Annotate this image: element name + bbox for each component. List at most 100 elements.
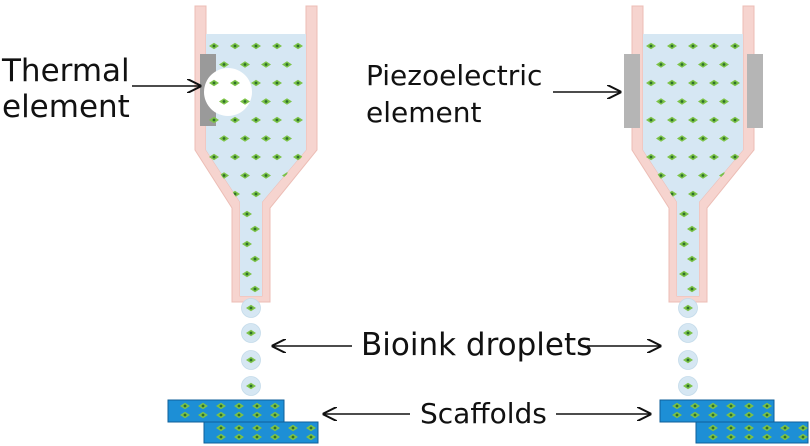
bioink-cell [656,98,666,105]
bioink-cell [730,153,740,161]
bioink-cell [261,98,271,105]
bioink-cell [698,98,708,105]
nozzle-cell [250,285,260,293]
bioink-cell [667,42,677,50]
scaffold-cell [708,402,718,410]
scaffold-cell [690,411,700,419]
scaffold-cell [234,424,244,432]
bioink-cell [719,98,729,105]
bioink-cell [293,116,303,124]
scaffold-cell [744,433,754,441]
bioink-cell [219,98,229,105]
bioink-cell [730,116,740,124]
bioink-cell [293,190,303,198]
bioink-cell [646,116,656,124]
droplet-cell [246,356,256,364]
bioink-cell [677,172,687,179]
scaffold-cell [270,424,280,432]
bioink-cell [209,116,219,124]
scaffold-cell [252,433,262,441]
bioink-cell [688,190,698,198]
piezo-label-line1: Piezoelectric [366,59,543,92]
scaffold-cell [198,402,208,410]
bioink-cell [688,116,698,124]
nozzle-cell [250,255,260,263]
bioink-cell [230,153,240,161]
scaffold-cell [726,433,736,441]
bioink-cell [219,135,229,142]
bioink-cell [240,98,250,105]
bioink-cell [698,172,708,179]
bioink-cell [719,61,729,68]
bioink-cell [677,61,687,68]
scaffold-cell [762,433,772,441]
scaffolds-label: Scaffolds [420,397,547,430]
nozzle-cell [687,255,697,263]
thermal-label-line2: element [2,89,130,125]
bioink-cell [261,61,271,68]
piezo-droplets [678,298,698,396]
piezo-bioink-reservoir [643,34,743,296]
scaffold-cell [288,424,298,432]
thermal-label-line1: Thermal [2,53,130,89]
bioink-cell [646,42,656,50]
scaffold-layer [695,421,809,444]
bioink-cell [293,42,303,50]
scaffold-cell [216,424,226,432]
piezo-element-left [624,54,640,128]
bioink-cell [261,135,271,142]
piezo-scaffold [659,399,809,444]
scaffold-cell [288,433,298,441]
droplet-cell [683,382,693,390]
nozzle-cell [242,210,252,218]
bioink-cell [251,190,261,198]
scaffold-cell [798,424,808,432]
bioink-cell [272,116,282,124]
nozzle-cell [679,210,689,218]
bioink-cell [240,172,250,179]
scaffold-cell [744,402,754,410]
bioink-cell [667,116,677,124]
bioink-cell [209,153,219,161]
bioink-cell [667,79,677,87]
bioink-cell [730,190,740,198]
bioink-cell [219,172,229,179]
nozzle-cell [242,270,252,278]
bioink-cell [251,153,261,161]
bioink-cell [251,42,261,50]
bioink-cell [667,153,677,161]
scaffold-cell [252,411,262,419]
scaffold-cell [216,433,226,441]
bioink-cell [709,153,719,161]
scaffold-cell [306,424,316,432]
scaffold-cell [726,411,736,419]
bioink-cell [272,79,282,87]
bioink-cell [209,190,219,198]
bioink-cell [261,172,271,179]
scaffold-cell [780,424,790,432]
scaffold-cell [306,433,316,441]
bioink-cell [656,172,666,179]
scaffold-cell [780,433,790,441]
bioink-cell [240,61,250,68]
scaffold-cell [180,402,190,410]
bioink-cell [219,61,229,68]
nozzle-cell [242,240,252,248]
bioink-cell [709,116,719,124]
scaffold-cell [234,433,244,441]
scaffold-cell [762,424,772,432]
bioink-cell [646,190,656,198]
scaffold-cell [744,411,754,419]
bioink-cell [646,79,656,87]
bioink-cell [230,42,240,50]
scaffold-cell [726,402,736,410]
scaffold-cell [708,433,718,441]
nozzle-cell [679,270,689,278]
bioink-cell [272,42,282,50]
scaffold-cell [690,402,700,410]
bioink-cell [209,79,219,87]
droplet-cell [683,356,693,364]
droplet-cell [683,304,693,312]
bioink-cell [293,79,303,87]
piezo-element-right [747,54,763,128]
